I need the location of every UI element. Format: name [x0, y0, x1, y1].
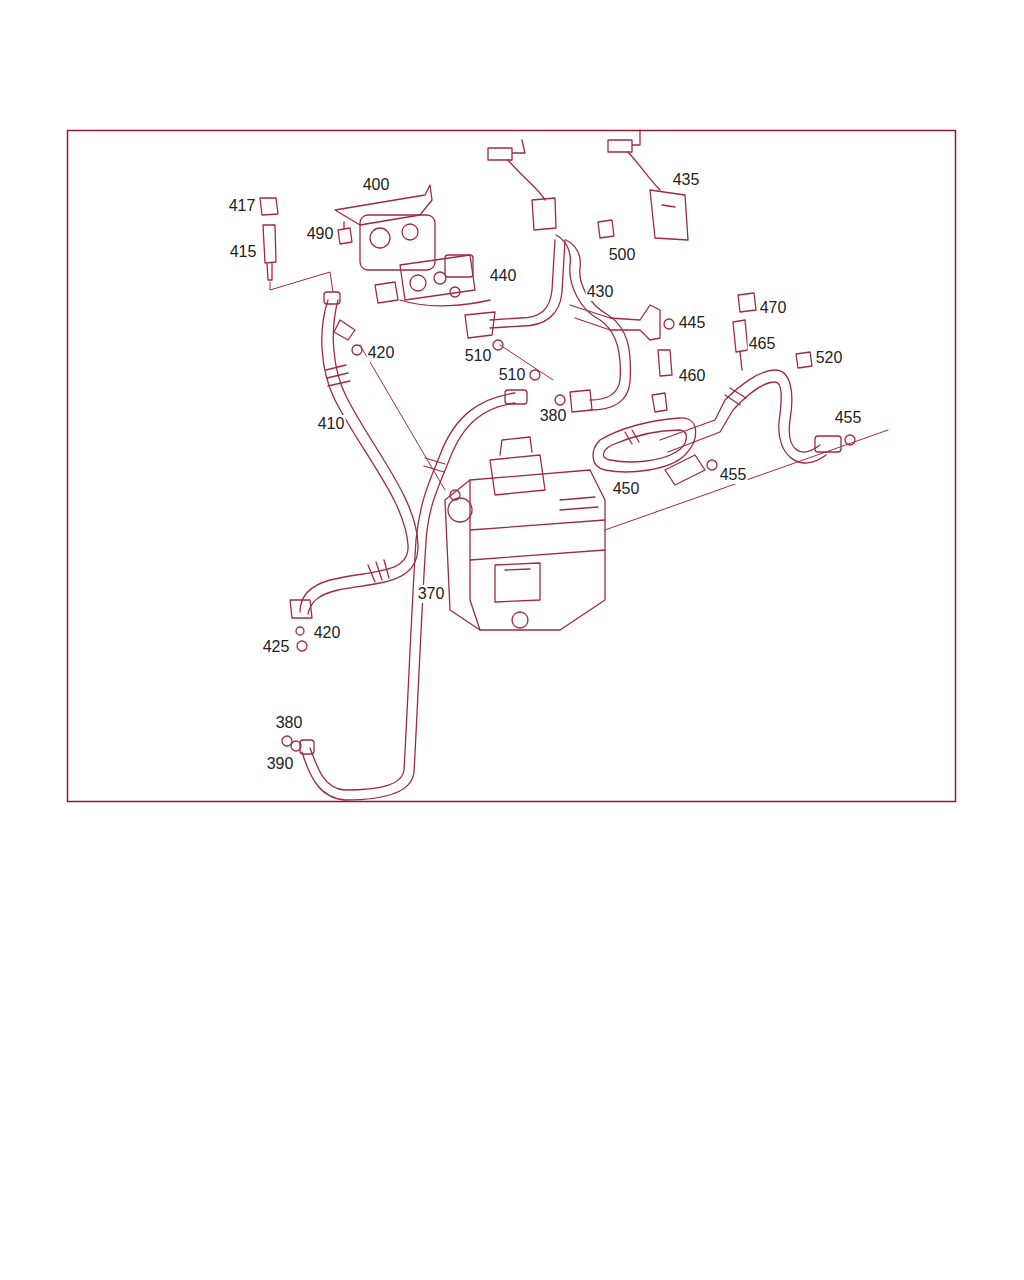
- callout-number: 380: [275, 714, 304, 732]
- callout-number: 390: [266, 755, 295, 773]
- callout-number: 450: [612, 480, 641, 498]
- callout-number: 435: [672, 171, 701, 189]
- callout-number: 380: [539, 407, 568, 425]
- callout-number: 460: [678, 367, 707, 385]
- callout-number: 510: [464, 347, 493, 365]
- callout-number: 430: [586, 283, 615, 301]
- callout-number: 465: [748, 335, 777, 353]
- callout-number: 490: [306, 225, 335, 243]
- callout-number: 500: [608, 246, 637, 264]
- callout-number: 440: [489, 267, 518, 285]
- callout-number: 445: [678, 314, 707, 332]
- callout-number: 455: [834, 409, 863, 427]
- callout-number: 420: [313, 624, 342, 642]
- callout-number: 417: [228, 197, 257, 215]
- callout-number: 425: [262, 638, 291, 656]
- callout-number: 470: [759, 299, 788, 317]
- callout-number: 420: [367, 344, 396, 362]
- callout-number: 370: [417, 585, 446, 603]
- callout-number: 510: [498, 366, 527, 384]
- callout-number: 400: [362, 176, 391, 194]
- frame: [68, 131, 956, 802]
- callout-number: 455: [719, 466, 748, 484]
- callout-number: 410: [317, 415, 346, 433]
- callout-number: 415: [229, 243, 258, 261]
- callout-number: 520: [815, 349, 844, 367]
